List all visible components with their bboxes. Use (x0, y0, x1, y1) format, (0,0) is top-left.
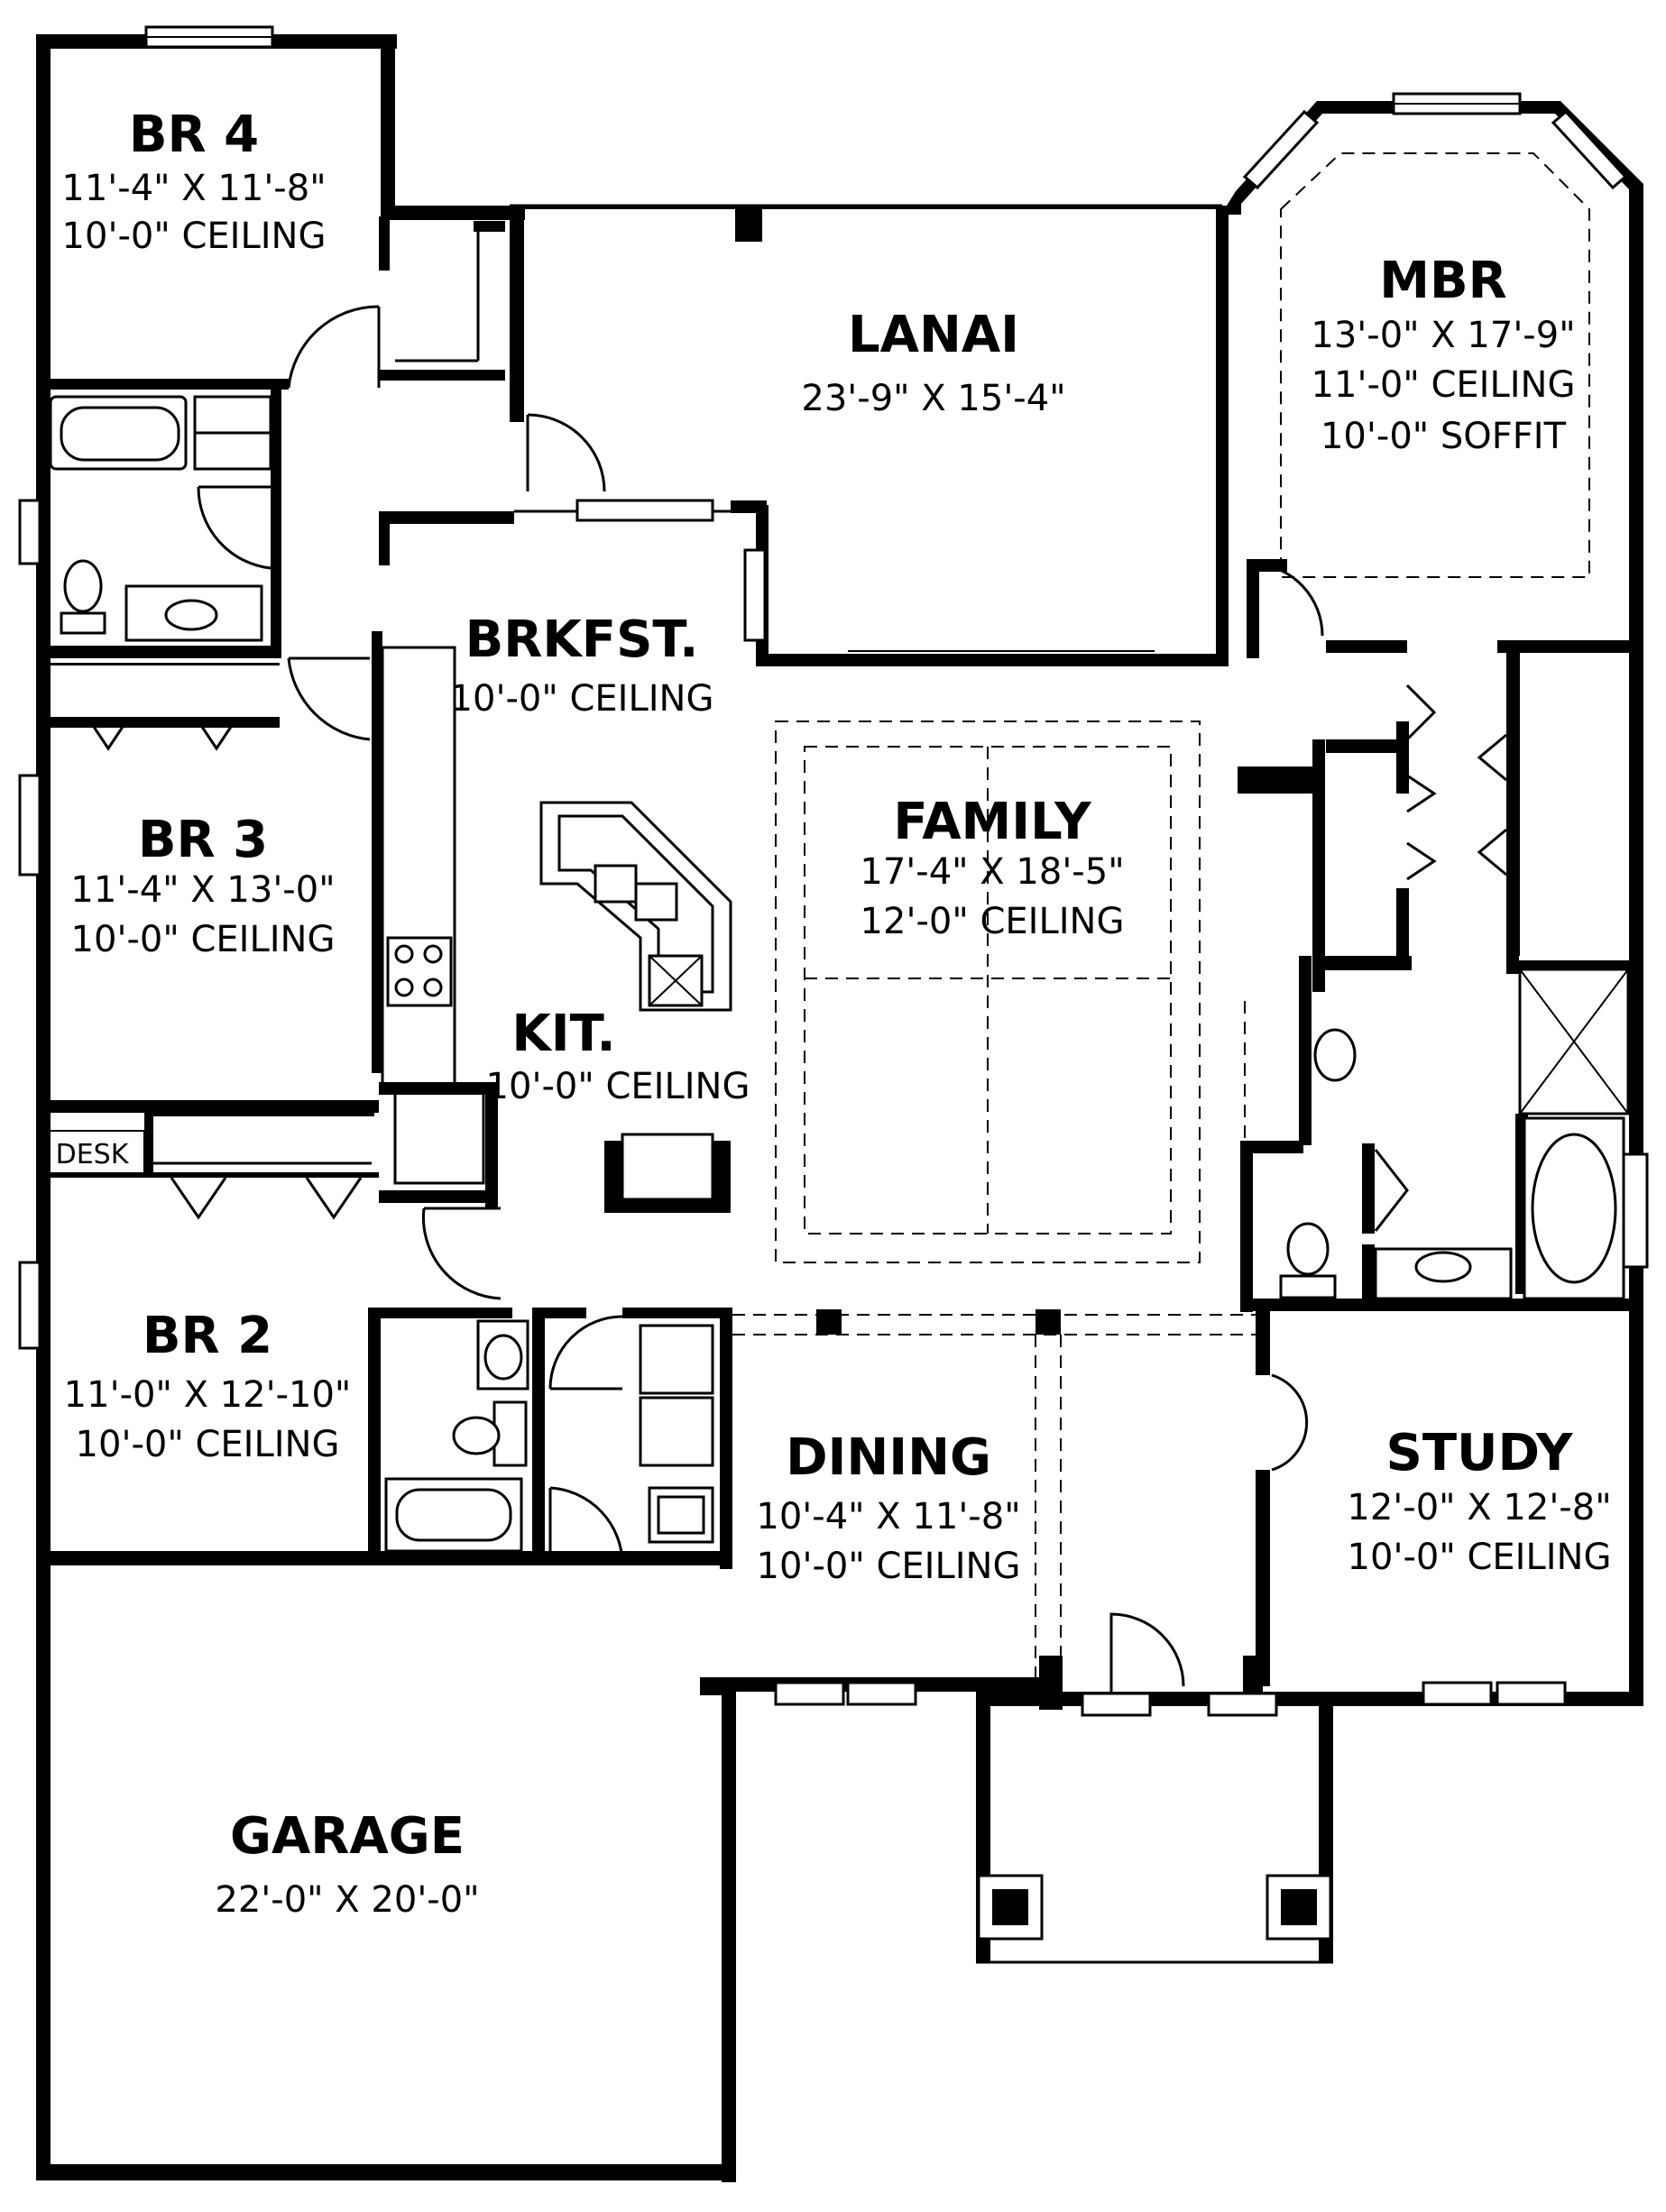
study-name: STUDY (1386, 1424, 1574, 1482)
mbr-name: MBR (1379, 252, 1507, 310)
study-ceiling: 10'-0" CEILING (1348, 1537, 1612, 1578)
br3-ceiling: 10'-0" CEILING (71, 919, 336, 960)
br4-size: 11'-4" X 11'-8" (61, 168, 326, 209)
lanai-size: 23'-9" X 15'-4" (801, 378, 1065, 419)
doors (88, 305, 1324, 1692)
garage-size: 22'-0" X 20'-0" (215, 1879, 479, 1921)
desk-box (42, 1130, 145, 1177)
br3-name: BR 3 (138, 811, 268, 869)
fixtures (49, 206, 1630, 1964)
mbr-soffit: 10'-0" SOFFIT (1321, 416, 1567, 457)
dining-name: DINING (786, 1428, 991, 1487)
kit-ceiling: 10'-0" CEILING (486, 1066, 750, 1107)
br2-size: 11'-0" X 12'-10" (64, 1374, 352, 1416)
family-size: 17'-4" X 18'-5" (860, 851, 1124, 893)
garage-name: GARAGE (230, 1807, 465, 1866)
br4-ceiling: 10'-0" CEILING (62, 216, 327, 257)
windows (18, 25, 1649, 1717)
br4-name: BR 4 (129, 106, 259, 164)
lanai-name: LANAI (848, 306, 1019, 364)
ceiling-lines (732, 152, 1590, 1677)
study-size: 12'-0" X 12'-8" (1347, 1487, 1611, 1528)
brkfst-name: BRKFST. (465, 610, 699, 669)
desk-label: DESK (56, 1139, 130, 1170)
dining-ceiling: 10'-0" CEILING (757, 1546, 1021, 1587)
br2-name: BR 2 (143, 1307, 272, 1365)
room-labels: BR 4 11'-4" X 11'-8" 10'-0" CEILING LANA… (56, 106, 1612, 1921)
br2-ceiling: 10'-0" CEILING (76, 1424, 340, 1465)
kit-name: KIT. (511, 1005, 615, 1063)
family-name: FAMILY (893, 793, 1092, 851)
mbr-size: 13'-0" X 17'-9" (1311, 315, 1575, 356)
mbr-ceiling: 11'-0" CEILING (1312, 364, 1576, 406)
exterior-walls (36, 34, 1643, 2182)
dining-size: 10'-4" X 11'-8" (756, 1496, 1020, 1537)
family-ceiling: 12'-0" CEILING (861, 901, 1125, 942)
interior-walls (36, 216, 1642, 1686)
brkfst-ceiling: 10'-0" CEILING (450, 678, 714, 720)
br3-size: 11'-4" X 13'-0" (70, 869, 335, 911)
